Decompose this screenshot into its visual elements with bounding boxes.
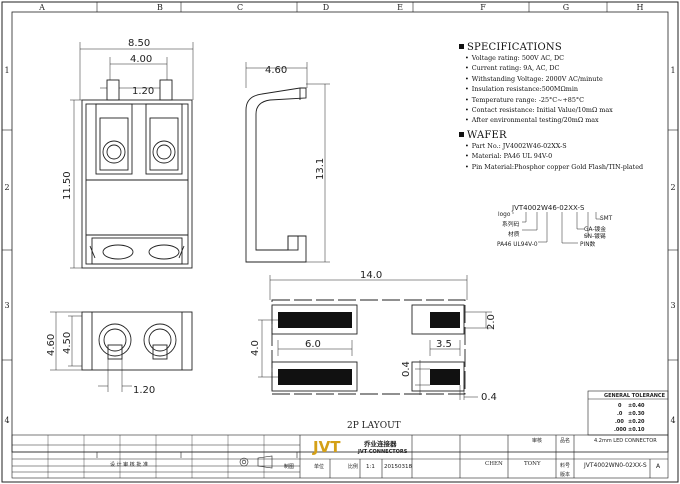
- dim-0-4-b: 0.4: [481, 392, 497, 403]
- dim-0-4-a: 0.4: [401, 361, 412, 377]
- product-description: 4.2mm LED CONNECTOR: [594, 438, 657, 444]
- company-cn-name: 乔业连接器: [363, 439, 397, 448]
- tolerance-k3: .000: [614, 427, 627, 433]
- code-ga: GA-镀金: [584, 225, 606, 233]
- col-letter-f: F: [480, 3, 486, 12]
- wafer-item: Part No.: JV4002W46-02XX-S: [465, 141, 674, 151]
- part-number: JVT4002WN0-02XX-S: [583, 462, 647, 469]
- code-material: PA46 UL94V-0: [497, 242, 538, 248]
- dim-4-0: 4.0: [250, 340, 261, 356]
- tolerance-title: GENERAL TOLERANCE: [604, 393, 666, 399]
- dim-6-0: 6.0: [305, 339, 321, 350]
- specification-panel: SPECIFICATIONS Voltage rating: 500V AC, …: [459, 42, 674, 174]
- hdr-unit: 单位: [314, 463, 324, 470]
- hdr-check: 审核: [532, 437, 542, 444]
- tolerance-k2: .00: [615, 419, 624, 425]
- wafer-item: Pin Material:Phosphor copper Gold Flash/…: [465, 162, 674, 172]
- dim-4-60-top: 4.60: [265, 65, 287, 76]
- col-letter-c: C: [237, 3, 243, 12]
- dim-4-60-side: 4.60: [46, 334, 57, 356]
- dim-13-1: 13.1: [315, 158, 326, 180]
- scale-value: 1:1: [366, 464, 375, 470]
- cn-approval-row: 设 计 审 核 批 准: [110, 461, 148, 468]
- side-view: [245, 62, 330, 263]
- dim-1-20-top: 1.20: [132, 86, 154, 97]
- specifications-title: SPECIFICATIONS: [467, 42, 562, 53]
- row-number-1-left: 1: [4, 66, 9, 75]
- wafer-heading: WAFER: [459, 130, 674, 141]
- dim-1-20-bottom: 1.20: [133, 385, 155, 396]
- hdr-no: 料号: [560, 462, 570, 469]
- hdr-scale: 比例: [348, 463, 358, 470]
- revision: A: [656, 463, 661, 470]
- layout-label: 2P LAYOUT: [347, 421, 401, 431]
- specifications-heading: SPECIFICATIONS: [459, 42, 674, 53]
- hdr-draw: 制图: [284, 463, 294, 470]
- col-letter-e: E: [397, 3, 403, 12]
- col-letter-b: B: [157, 3, 163, 12]
- code-logo: logo: [498, 212, 511, 218]
- part-code: JVT4002W46-02XX-S: [511, 204, 585, 212]
- code-material-cn: 材质: [508, 230, 520, 238]
- code-smt: SMT: [600, 216, 613, 222]
- part-code-diagram: [512, 212, 601, 244]
- wafer-item: Material: PA46 UL 94V-0: [465, 151, 674, 161]
- front-view: [70, 42, 194, 269]
- col-letter-h: H: [637, 3, 644, 12]
- col-letter-a: A: [38, 3, 45, 12]
- tolerance-v0: ±0.40: [628, 403, 645, 409]
- spec-item: Insulation resistance:500MΩmin: [465, 84, 674, 94]
- row-number-2-right: 2: [670, 183, 675, 192]
- spec-item: Current rating: 9A, AC, DC: [465, 63, 674, 73]
- dim-2-0: 2.0: [486, 314, 497, 330]
- tolerance-v2: ±0.20: [628, 419, 645, 425]
- tolerance-v1: ±0.30: [628, 411, 645, 417]
- tolerance-k1: .0: [617, 411, 623, 417]
- row-number-4-left: 4: [4, 416, 9, 425]
- row-number-3-left: 3: [4, 301, 9, 310]
- code-series: 系列码: [502, 220, 520, 228]
- tolerance-v3: ±0.10: [628, 427, 645, 433]
- hdr-name: 品名: [560, 437, 570, 444]
- spec-item: Voltage rating: 500V AC, DC: [465, 53, 674, 63]
- wafer-title: WAFER: [467, 129, 507, 141]
- spec-item: Temperature range: -25°C~+85°C: [465, 95, 674, 105]
- code-pin: PIN数: [580, 240, 596, 248]
- tolerance-k0: 0: [618, 403, 622, 409]
- dim-3-5: 3.5: [436, 339, 452, 350]
- dim-8-50: 8.50: [128, 38, 150, 49]
- specifications-list: Voltage rating: 500V AC, DC Current rati…: [465, 53, 674, 126]
- dim-4-50: 4.50: [62, 332, 73, 354]
- square-bullet-icon: [459, 131, 464, 137]
- company-en-name: JVT CONNECTORS: [357, 449, 408, 455]
- title-block: [11, 434, 669, 479]
- wafer-list: Part No.: JV4002W46-02XX-S Material: PA4…: [465, 141, 674, 172]
- square-bullet-icon: [459, 44, 464, 49]
- drawing-date: 20150318: [384, 464, 412, 470]
- col-letter-g: G: [563, 3, 569, 12]
- checked-by: TONY: [524, 461, 541, 467]
- bottom-view: [50, 311, 193, 392]
- dim-11-50: 11.50: [62, 171, 73, 200]
- dim-14-0: 14.0: [360, 270, 382, 281]
- code-sn: SN-镀锡: [584, 232, 606, 240]
- spec-item: Withstanding Voltage: 2000V AC/minute: [465, 74, 674, 84]
- drawn-by: CHEN: [485, 461, 503, 467]
- row-number-2-left: 2: [4, 183, 9, 192]
- hdr-ver: 版本: [560, 471, 570, 478]
- pcb-layout: [258, 275, 492, 400]
- spec-item: Contact resistance: Initial Value/10mΩ m…: [465, 105, 674, 115]
- row-number-4-right: 4: [670, 416, 675, 425]
- dim-4-00: 4.00: [130, 54, 152, 65]
- company-logo: JVT: [312, 438, 341, 456]
- spec-item: After environmental testing/20mΩ max: [465, 115, 674, 125]
- row-number-3-right: 3: [670, 301, 675, 310]
- col-letter-d: D: [323, 3, 329, 12]
